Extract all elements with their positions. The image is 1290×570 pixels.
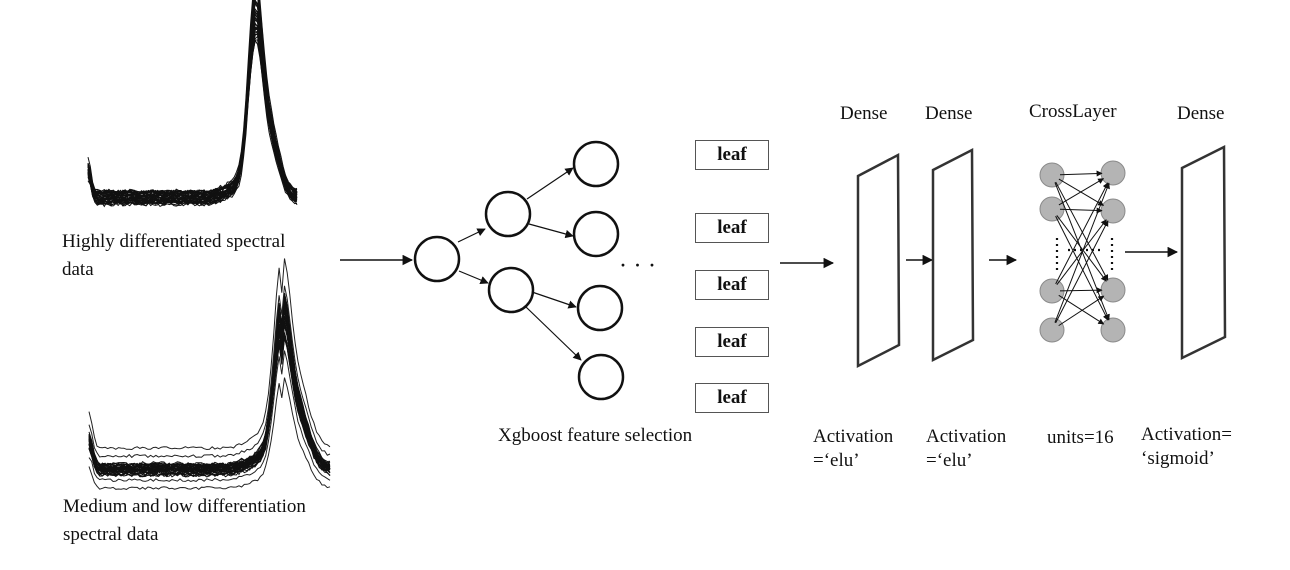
leaf-box-4: leaf [695, 327, 769, 357]
layer-params-crosslayer: units=16 [1047, 426, 1114, 450]
layer-params-dense-1-line2: =‘elu’ [813, 450, 860, 471]
tree-edge [526, 167, 574, 200]
cross-output-node [1100, 160, 1126, 186]
leaf-box-3: leaf [695, 270, 769, 300]
spectrum-line [87, 27, 298, 200]
cross-connection [1056, 215, 1107, 282]
spectrum-line [87, 30, 298, 197]
high-differentiation-spectra-plot [87, 0, 298, 208]
tree-edges [457, 167, 582, 361]
tree-node-leaf-4 [577, 353, 625, 401]
spectrum-line [87, 33, 298, 205]
tree-edge [457, 228, 486, 243]
dense-layer-3 [1180, 144, 1227, 361]
spectrum-line [88, 322, 331, 468]
cross-input-node [1039, 317, 1065, 343]
dense-layer-1 [856, 152, 901, 369]
cross-connection [1055, 182, 1109, 285]
cross-connection [1054, 182, 1110, 323]
cross-connection [1059, 170, 1103, 177]
medium-low-spectra-label: Medium and low differentiation spectral … [63, 495, 306, 547]
layer-params-dense-3: Activation= ‘sigmoid’ [1141, 423, 1232, 471]
spectrum-line [88, 316, 331, 475]
tree-node-root [413, 235, 461, 283]
cross-connection [1055, 220, 1109, 324]
layer-params-dense-1-line1: Activation [813, 426, 894, 447]
spectrum-line [87, 0, 298, 196]
spectrum-line [88, 336, 331, 476]
cross-connection [1058, 178, 1105, 206]
leaf-box-1: leaf [695, 140, 769, 170]
layer-title-dense-3: Dense [1177, 103, 1225, 124]
cross-connection [1055, 181, 1109, 281]
tree-edge [525, 306, 582, 361]
cross-connection [1059, 287, 1103, 294]
layer-title-crosslayer: CrossLayer [1029, 101, 1117, 122]
spectrum-line [88, 335, 331, 472]
high-spectra-label-line1: Highly differentiated spectral [62, 231, 286, 252]
layer-title-dense-1: Dense [840, 103, 888, 124]
dense-layer-2 [931, 147, 975, 363]
tree-ellipsis: · · · [620, 255, 658, 275]
tree-edge [528, 223, 574, 239]
cross-layer [1039, 160, 1126, 343]
tree-node-leaf-2 [572, 210, 620, 258]
cross-connection [1058, 294, 1105, 325]
tree-node-lower [487, 266, 535, 314]
cross-output-node [1100, 277, 1126, 303]
tree-node-leaf-1 [572, 140, 620, 188]
tree-node-leaf-3 [576, 284, 624, 332]
layer-params-dense-2-line1: Activation [926, 426, 1007, 447]
spectrum-outlier-line [88, 377, 331, 491]
spectrum-line [88, 320, 331, 470]
spectrum-line [87, 28, 298, 195]
cross-connection [1055, 215, 1109, 321]
medium-low-differentiation-spectra-plot [88, 258, 331, 491]
spectrum-line [87, 27, 298, 205]
layer-params-dense-3-line1: Activation= [1141, 424, 1232, 445]
high-spectra-label-line2: data [62, 259, 94, 280]
spectrum-line [87, 21, 298, 202]
spectrum-line [87, 33, 298, 199]
spectrum-line [87, 26, 298, 200]
xgboost-tree [413, 140, 625, 401]
leaf-box-2: leaf [695, 213, 769, 243]
spectrum-outlier-line [88, 258, 331, 451]
spectrum-outlier-line [88, 285, 331, 459]
spectrum-line [88, 315, 331, 468]
high-spectra-label: Highly differentiated spectral data [62, 230, 285, 282]
layer-params-dense-1: Activation =‘elu’ [813, 425, 893, 473]
cross-connection [1056, 219, 1107, 285]
tree-edge [458, 270, 489, 284]
spectrum-line [88, 321, 331, 468]
layer-params-crosslayer-line1: units=16 [1047, 427, 1114, 448]
xgboost-label: Xgboost feature selection [498, 425, 693, 446]
spectrum-line [88, 332, 331, 472]
cross-connection [1059, 207, 1103, 214]
layer-title-dense-2: Dense [925, 103, 973, 124]
medium-low-spectra-label-line1: Medium and low differentiation [63, 496, 306, 517]
layer-params-dense-3-line2: ‘sigmoid’ [1141, 448, 1215, 469]
cross-output-node [1100, 198, 1126, 224]
spectrum-line [87, 30, 298, 195]
layer-params-dense-2-line2: =‘elu’ [926, 450, 973, 471]
layer-params-dense-2: Activation =‘elu’ [926, 425, 1006, 473]
medium-low-spectra-label-line2: spectral data [63, 524, 159, 545]
cross-output-node [1100, 317, 1126, 343]
leaf-box-5: leaf [695, 383, 769, 413]
tree-edge [531, 291, 577, 309]
cross-connection [1058, 295, 1105, 327]
tree-node-upper [484, 190, 532, 238]
spectrum-line [88, 309, 331, 472]
spectrum-outlier-line [88, 350, 331, 483]
